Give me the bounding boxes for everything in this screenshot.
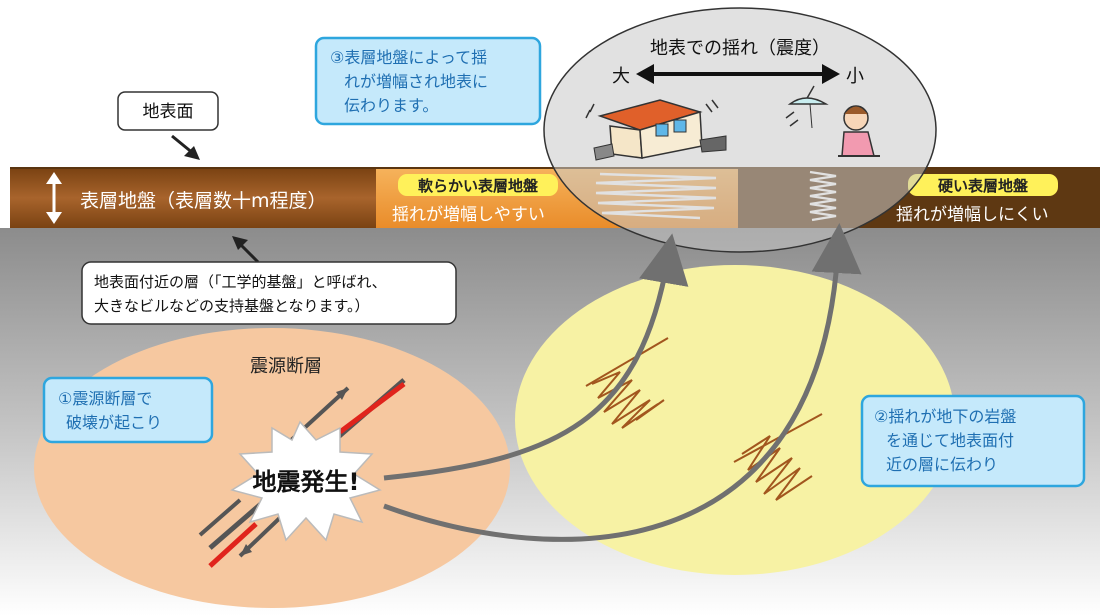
step3-line1: ③表層地盤によって揺 (330, 48, 487, 67)
child-figure-icon (838, 105, 880, 157)
hard-ground-title: 硬い表層地盤 (938, 177, 1029, 195)
near-surface-layer-box (81, 261, 457, 325)
step2-line1: ②揺れが地下の岩盤 (874, 407, 1016, 426)
thickness-arrow-icon (46, 172, 62, 224)
soft-ground-note: 揺れが増幅しやすい (392, 205, 545, 225)
step3-callout (314, 36, 542, 126)
intensity-scale-arrow (636, 64, 840, 84)
fault-label: 震源断層 (250, 356, 322, 377)
step1-callout (42, 376, 214, 444)
soft-ground-title: 軟らかい表層地盤 (418, 177, 539, 195)
step1-line1: ①震源断層で (58, 389, 152, 408)
surface-observation-area (543, 7, 937, 253)
propagation-arrow-1 (383, 233, 689, 481)
hard-ground-note: 揺れが増幅しにくい (896, 205, 1049, 225)
ground-surface-label: 地表面 (143, 102, 194, 122)
step2-line2: を通じて地表面付 (886, 431, 1014, 450)
step3-line3: 伝わります。 (344, 96, 438, 115)
seismic-wave-1 (585, 337, 669, 429)
house-damaged-icon (585, 99, 727, 161)
near-surface-layer-line2: 大きなビルなどの支持基盤となります。） (94, 297, 370, 315)
step1-line2: 破壊が起こり (66, 413, 162, 432)
propagation-arrow-2 (383, 223, 862, 542)
explosion-burst-icon (230, 420, 382, 542)
surface-layer-label: 表層地盤（表層数十m程度） (80, 190, 327, 212)
near-surface-pointer (238, 242, 260, 264)
propagation-zone (515, 265, 955, 575)
earthquake-label: 地震発生! (253, 468, 360, 496)
intensity-title: 地表での揺れ（震度） (650, 38, 830, 59)
intensity-small-label: 小 (846, 66, 864, 87)
swinging-lamp-icon (785, 85, 829, 129)
step3-line2: れが増幅され地表に (344, 72, 488, 91)
step2-callout (860, 394, 1086, 488)
near-surface-layer-line1: 地表面付近の層（「工学的基盤」と呼ばれ、 (94, 273, 387, 291)
hard-ground-tag (908, 174, 1058, 196)
ground-surface-box (117, 91, 219, 131)
soft-ground-tag (398, 174, 558, 196)
intensity-large-label: 大 (612, 66, 630, 87)
step2-line3: 近の層に伝わり (886, 455, 998, 474)
